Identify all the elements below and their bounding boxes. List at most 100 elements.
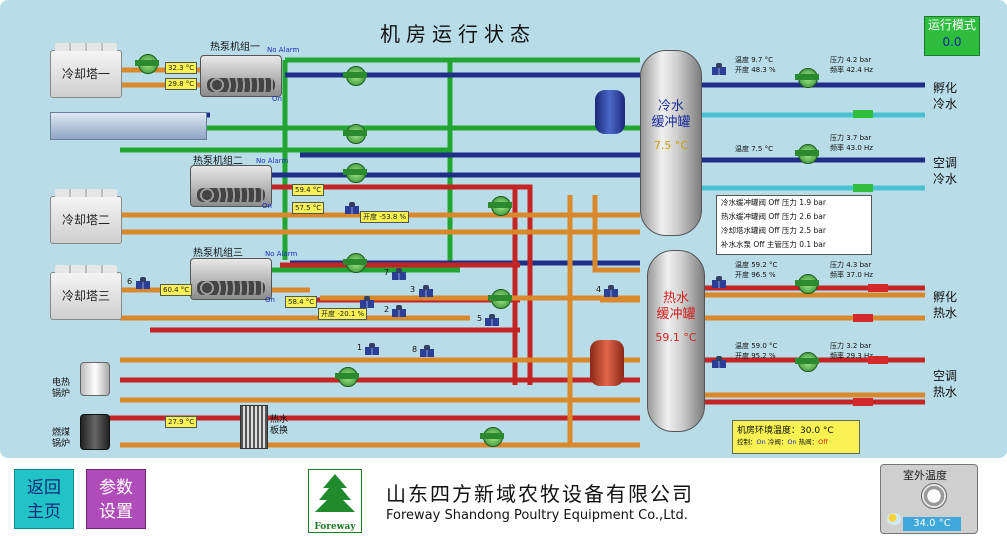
run-mode-indicator[interactable]: 运行模式 0.0 xyxy=(924,16,980,56)
valve-2-icon[interactable] xyxy=(392,305,406,319)
heat-pump-3-temp-2: 58.4 °C xyxy=(285,296,318,308)
heat-exchanger-label: 热水 板换 xyxy=(270,415,289,436)
outdoor-temperature-widget[interactable]: 室外温度 34.0 °C xyxy=(880,464,978,534)
run-mode-label: 运行模式 xyxy=(927,18,976,32)
hot-hatch-label-1: 孵化 xyxy=(933,290,958,304)
heat-pump-1-state: On xyxy=(272,95,282,103)
valve-icon[interactable] xyxy=(712,356,726,370)
company-name-cn: 山东四方新域农牧设备有限公司 xyxy=(386,482,694,506)
hot-ac-label-2: 热水 xyxy=(933,385,958,399)
heat-pump-3-label: 热泵机组三 xyxy=(193,248,243,259)
cold-tank-name-1: 冷水 xyxy=(657,99,684,114)
cooling-tower-1-label: 冷却塔一 xyxy=(61,67,110,81)
pump-icon[interactable] xyxy=(795,144,819,164)
heat-pump-1-alarm: No Alarm xyxy=(267,46,300,54)
parameter-settings-button[interactable]: 参数 设置 xyxy=(86,469,146,529)
pump-icon[interactable] xyxy=(795,274,819,294)
room-temperature-box: 机房环境温度：30.0 °C 控制：On 冷阀：On 热阀：Off xyxy=(732,420,860,454)
hot-ac-pressure: 压力 3.2 bar xyxy=(830,342,872,350)
heat-pump-2-alarm: No Alarm xyxy=(256,157,289,165)
valve-7-icon[interactable] xyxy=(392,268,406,282)
electric-boiler[interactable] xyxy=(80,362,110,396)
hot-hatch-frequency: 频率 37.0 Hz xyxy=(830,271,873,279)
valve-icon[interactable] xyxy=(345,202,359,216)
red-pipe xyxy=(265,184,533,385)
valve-number-4: 4 xyxy=(596,285,602,294)
tree-logo-icon xyxy=(315,474,355,512)
heat-pump-3-temp-1: 60.4 °C xyxy=(160,284,193,296)
info-row: 热水缓冲罐阀 Off 压力 2.6 bar xyxy=(721,212,826,221)
pump-icon[interactable] xyxy=(795,352,819,372)
heat-pump-unit-2[interactable] xyxy=(190,165,272,207)
valve-3-icon[interactable] xyxy=(419,285,433,299)
valve-number-3: 3 xyxy=(410,285,416,294)
hot-ac-frequency: 频率 29.3 Hz xyxy=(830,352,873,360)
valve-4-icon[interactable] xyxy=(604,285,618,299)
valve-8-icon[interactable] xyxy=(420,345,434,359)
cold-tank-name-2: 缓冲罐 xyxy=(651,115,691,130)
valve-5-icon[interactable] xyxy=(485,314,499,328)
pump-icon[interactable] xyxy=(335,367,359,387)
valve-number-1: 1 xyxy=(357,343,363,352)
hot-valve-label: 热阀： xyxy=(798,438,819,446)
room-temp-label: 机房环境温度： xyxy=(737,426,801,436)
heat-pump-2-state: On xyxy=(262,202,272,210)
pump-icon[interactable] xyxy=(343,163,367,183)
plant-room-panel: 机房运行状态 运行模式 0.0 冷却塔一 冷却塔二 冷却塔三 热泵机组一 No … xyxy=(0,0,1007,458)
pump-icon[interactable] xyxy=(343,124,367,144)
hot-hatch-return-arrow-icon xyxy=(845,314,885,322)
pump-icon[interactable] xyxy=(343,66,367,86)
heat-pump-1-temp-1: 32.3 °C xyxy=(165,62,198,74)
ctrl-label: 控制： xyxy=(737,438,757,446)
info-row: 补水水泵 Off 主管压力 0.1 bar xyxy=(721,240,826,249)
outdoor-temp-label: 室外温度 xyxy=(903,469,947,482)
cooling-tower-3[interactable]: 冷却塔三 xyxy=(50,265,122,320)
coal-boiler[interactable] xyxy=(80,414,110,450)
heat-exchanger-temp: 27.9 °C xyxy=(165,416,198,428)
hot-valve-state: Off xyxy=(818,438,828,446)
cold-ac-label-2: 冷水 xyxy=(933,172,958,186)
plate-heat-exchanger[interactable] xyxy=(240,405,268,449)
heat-pump-3-state: On xyxy=(265,296,275,304)
hot-hatch-temp: 温度 59.2 °C xyxy=(735,261,778,269)
cold-tank-temp: 7.5 °C xyxy=(653,139,689,152)
valve-1-icon[interactable] xyxy=(365,343,379,357)
hot-buffer-tank[interactable]: 热水 缓冲罐 59.1 °C xyxy=(647,250,705,432)
hot-hatch-supply-arrow-icon xyxy=(860,284,900,292)
pump-icon[interactable] xyxy=(480,427,504,447)
valve-icon[interactable] xyxy=(712,276,726,290)
hot-ac-opening: 开度 95.2 % xyxy=(735,352,776,360)
hot-ac-label-1: 空调 xyxy=(933,369,958,383)
cold-ac-label-1: 空调 xyxy=(933,156,958,170)
valve-icon[interactable] xyxy=(360,296,374,310)
pump-icon[interactable] xyxy=(488,196,512,216)
thermometer-icon xyxy=(921,483,947,509)
cold-hatch-frequency: 频率 42.4 Hz xyxy=(830,66,873,74)
pump-icon[interactable] xyxy=(135,54,159,74)
valve-6-icon[interactable] xyxy=(136,277,150,291)
cold-buffer-tank[interactable]: 冷水 缓冲罐 7.5 °C xyxy=(640,50,702,236)
cold-ac-pressure: 压力 3.7 bar xyxy=(830,134,872,142)
cooling-tower-1[interactable]: 冷却塔一 xyxy=(50,43,122,98)
pump-icon[interactable] xyxy=(488,289,512,309)
hot-ac-supply-arrow-icon xyxy=(860,356,900,364)
pump-icon[interactable] xyxy=(343,253,367,273)
back-home-button[interactable]: 返回 主页 xyxy=(14,469,74,529)
orange-pipe xyxy=(592,195,640,273)
cold-ac-return-arrow-icon xyxy=(845,184,885,192)
cold-ac-temp: 温度 7.5 °C xyxy=(735,145,773,153)
heat-pump-2-label: 热泵机组二 xyxy=(193,156,243,167)
hot-tank-temp: 59.1 °C xyxy=(655,331,697,344)
pump-icon[interactable] xyxy=(795,68,819,88)
valve-status-box: 冷水缓冲罐阀 Off 压力 1.9 bar 热水缓冲罐阀 Off 压力 2.6 … xyxy=(716,195,872,255)
heat-pump-unit-3[interactable] xyxy=(190,258,272,300)
valve-icon[interactable] xyxy=(712,63,726,77)
hot-hatch-label-2: 热水 xyxy=(933,306,958,320)
cooling-tower-2[interactable]: 冷却塔二 xyxy=(50,189,122,244)
cold-expansion-tank xyxy=(595,90,625,134)
valve-number-5: 5 xyxy=(477,314,483,323)
company-name-en: Foreway Shandong Poultry Equipment Co.,L… xyxy=(386,508,688,523)
heat-pump-unit-1[interactable] xyxy=(200,55,282,97)
heat-pump-1-temp-2: 29.8 °C xyxy=(165,78,198,90)
